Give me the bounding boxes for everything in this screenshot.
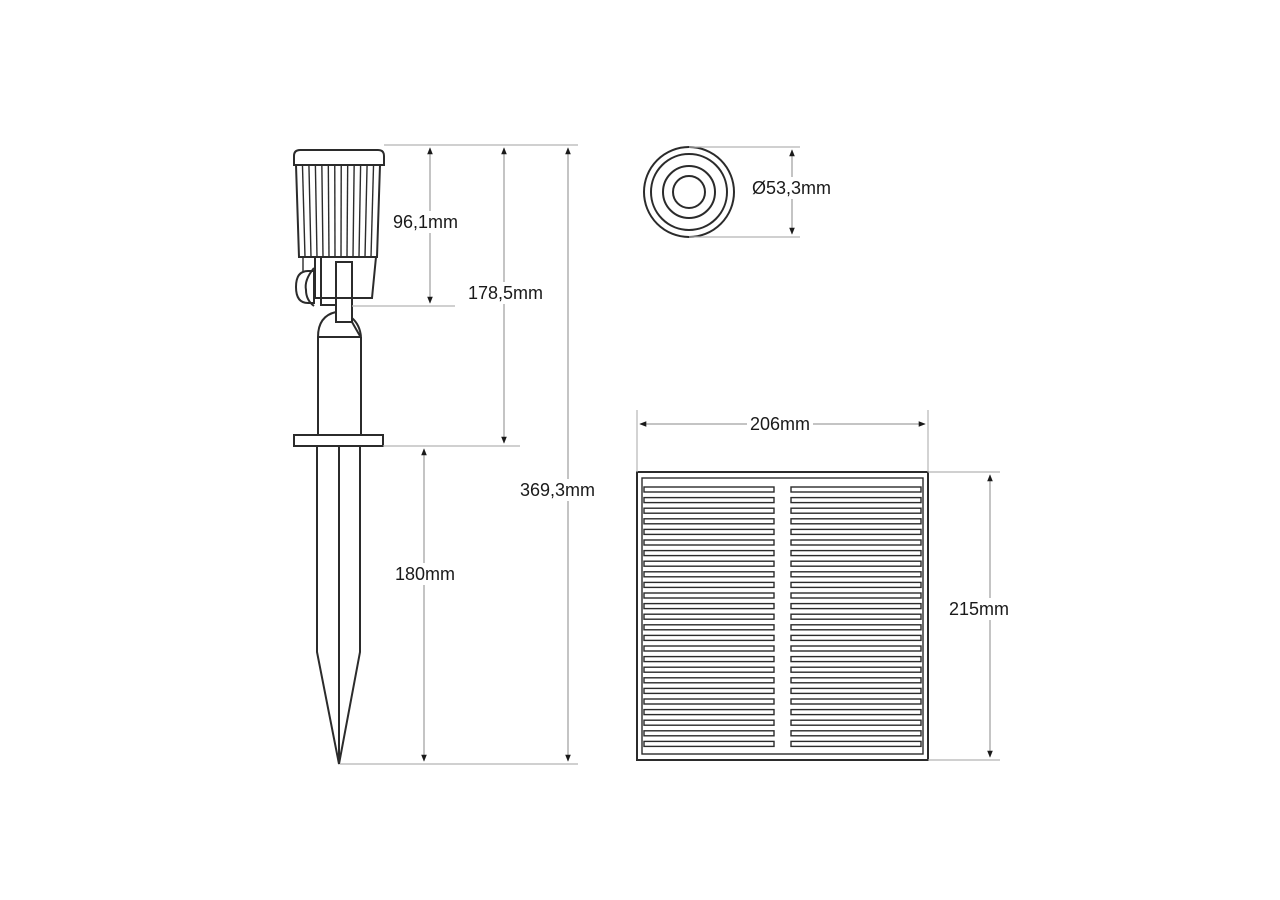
lamp-spike [316,446,361,765]
solar-cell-slat [643,708,775,716]
solar-cell-slat [790,560,922,567]
solar-cell-slat [643,624,775,631]
solar-cell-slat [790,655,922,663]
head-fin [370,164,375,258]
solar-cells [643,486,922,748]
lamp-hinge [294,256,377,337]
solar-cell-slat [790,645,922,652]
solar-cell-slat [643,687,775,695]
solar-cell-slat [643,507,775,514]
head-fin [327,164,330,258]
solar-cell-slat [643,655,775,663]
solar-cell-slat [643,592,775,599]
label-total-height: 369,3mm [517,479,599,501]
solar-cell-slat [643,518,775,525]
solar-cell-slat [790,624,922,631]
solar-cell-slat [790,708,922,716]
solar-cell-slat [790,634,922,642]
label-above-ground-height: 178,5mm [465,282,547,304]
solar-cell-slat [643,560,775,567]
top-view-extension-lines [689,146,800,238]
solar-cell-slat [790,613,922,620]
solar-cell-slat [643,645,775,652]
solar-cell-slat [790,740,922,748]
solar-cell-slat [790,518,922,525]
solar-cell-slat [790,486,922,493]
head-fin [308,164,312,258]
solar-cell-slat [790,592,922,599]
solar-cell-slat [790,581,922,589]
solar-cell-slat [790,730,922,737]
head-fin [346,164,349,258]
solar-cell-slat [643,677,775,684]
solar-cell-slat [643,698,775,705]
solar-cell-slat [790,719,922,726]
solar-cell-slat [790,602,922,610]
solar-cell-slat [790,571,922,578]
solar-cell-slat [790,528,922,536]
label-diameter: Ø53,3mm [749,177,835,199]
lamp-top-view [643,146,735,238]
solar-cell-slat [643,571,775,578]
solar-cell-slat [643,634,775,642]
head-fin [314,164,318,258]
solar-cell-slat [790,496,922,504]
head-fin [321,164,324,258]
solar-panel [636,471,929,761]
solar-cell-slat [643,730,775,737]
solar-cell-slat [643,740,775,748]
solar-cell-slat [643,549,775,557]
solar-cell-slat [790,507,922,514]
solar-cell-slat [643,581,775,589]
panel-extension-lines [636,410,1000,761]
lamp-head [293,149,385,258]
lamp-side-view [293,149,385,765]
solar-cell-slat [790,539,922,546]
solar-cell-slat [643,528,775,536]
solar-cell-slat [790,666,922,673]
head-fins [301,164,375,258]
head-fin [358,164,362,258]
label-spike-length: 180mm [392,563,459,585]
solar-cell-slat [643,496,775,504]
head-fin [364,164,368,258]
head-fin [352,164,355,258]
lamp-extension-lines [340,144,578,765]
solar-cell-slat [643,666,775,673]
solar-cell-slat [790,549,922,557]
label-head-height: 96,1mm [390,211,462,233]
solar-cell-slat [643,602,775,610]
label-panel-width: 206mm [747,413,814,435]
solar-cell-slat [643,539,775,546]
solar-cell-slat [643,486,775,493]
solar-cell-slat [643,719,775,726]
label-panel-height: 215mm [946,598,1013,620]
solar-cell-slat [643,613,775,620]
lamp-stem [317,311,362,435]
head-fin [301,164,306,258]
solar-cell-slat [790,687,922,695]
solar-cell-slat [790,677,922,684]
solar-cell-slat [790,698,922,705]
ground-flange [293,434,384,447]
